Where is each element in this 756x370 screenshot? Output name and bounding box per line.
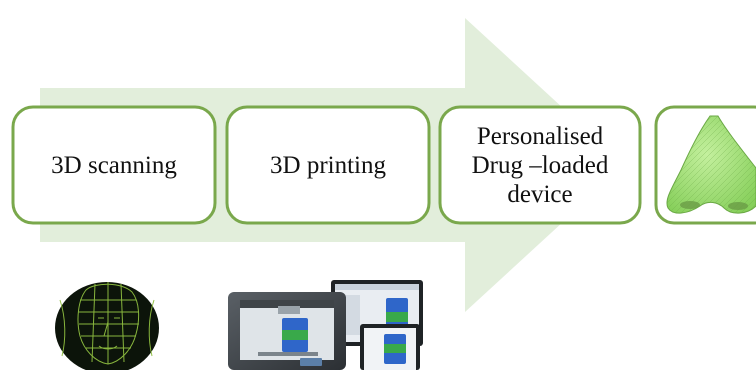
step-label-line: Personalised [477, 123, 604, 150]
3d-printer-icon [228, 280, 423, 370]
step-label-line: Drug –loaded [472, 152, 609, 179]
step-box-3d-scanning: 3D scanning [11, 105, 217, 225]
step-label-line: device [507, 181, 572, 208]
step-label-3d-scanning: 3D scanning [51, 152, 177, 179]
step-box-nose-model [654, 105, 756, 225]
step-label-3d-printing: 3D printing [270, 152, 386, 179]
nose-model-icon [666, 115, 756, 214]
step-box-3d-printing: 3D printing [225, 105, 431, 225]
step-label-line: 3D scanning [51, 152, 177, 179]
step-label-line: 3D printing [270, 152, 386, 179]
face-scan-icon [55, 282, 159, 370]
